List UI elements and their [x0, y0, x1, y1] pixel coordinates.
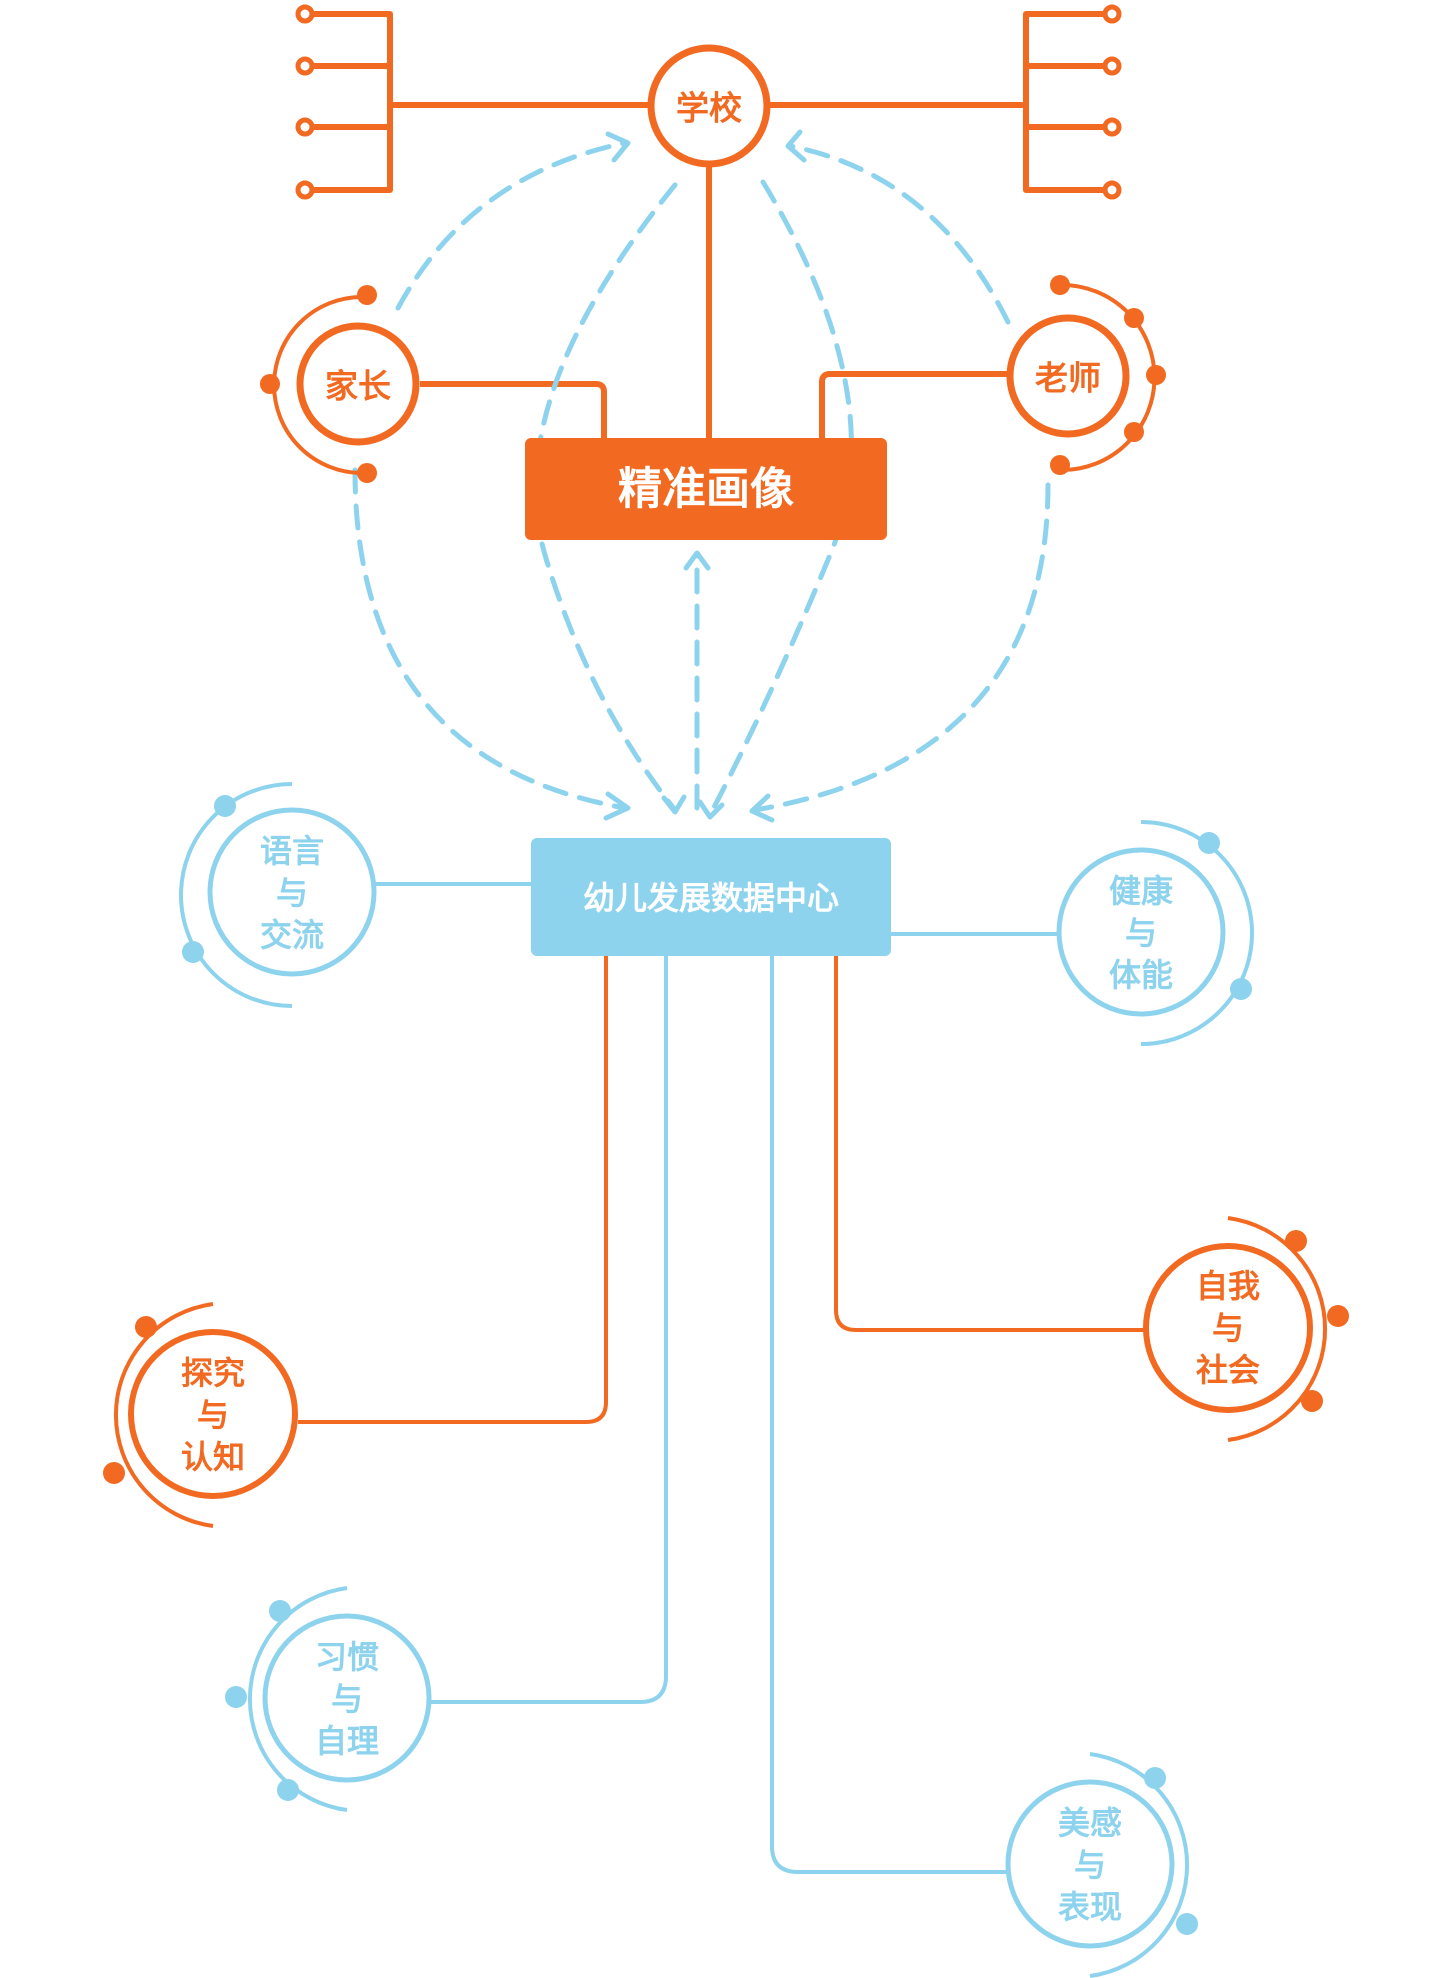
parent-node[interactable]: 家长 [260, 285, 420, 483]
habit-orbit-dot [269, 1600, 291, 1622]
language-text-1: 语言 [260, 832, 324, 870]
habit-text-1: 习惯 [315, 1638, 379, 1676]
health-text-2: 与 [1125, 914, 1157, 952]
habit-text-3: 自理 [315, 1722, 379, 1760]
self-orbit-dot [1327, 1305, 1349, 1327]
language-orbit-dot [214, 795, 236, 817]
art-text-2: 与 [1074, 1846, 1106, 1884]
art-orbit-dot [1144, 1767, 1166, 1789]
art-text-1: 美感 [1058, 1804, 1122, 1842]
school-connector-lines [309, 11, 1109, 193]
school-node[interactable]: 学校 [647, 44, 771, 168]
habit-orbit-dot [225, 1686, 247, 1708]
self-text-2: 与 [1212, 1309, 1244, 1347]
language-text-2: 与 [276, 874, 308, 912]
self-orbit-dot [1301, 1390, 1323, 1412]
data-center-label: 幼儿发展数据中心 [583, 879, 839, 917]
school-label: 学校 [676, 89, 742, 128]
parent-label: 家长 [325, 367, 391, 406]
explore-orbit-dot [135, 1316, 157, 1338]
teacher-label: 老师 [1035, 359, 1101, 398]
profile-label: 精准画像 [618, 464, 794, 515]
teacher-orbit-dot [1146, 365, 1166, 385]
parent-orbit-dot [357, 285, 377, 305]
domain-health[interactable]: 健康 与 体能 [1056, 820, 1254, 1046]
school-connector-terminals [295, 4, 1122, 200]
health-text-1: 健康 [1109, 872, 1174, 910]
domain-connectors-orange [298, 955, 1148, 1424]
teacher-node[interactable]: 老师 [1006, 275, 1166, 475]
health-orbit-dot [1230, 978, 1252, 1000]
habit-orbit-dot [277, 1779, 299, 1801]
parent-orbit-dot [260, 374, 280, 394]
domain-language[interactable]: 语言 与 交流 [179, 782, 377, 1008]
art-orbit-dot [1176, 1913, 1198, 1935]
language-orbit-dot [182, 941, 204, 963]
language-text-3: 交流 [260, 916, 324, 954]
teacher-orbit-dot [1050, 275, 1070, 295]
parent-orbit-dot [357, 463, 377, 483]
feedback-arrows [352, 140, 1051, 818]
self-text-3: 社会 [1196, 1351, 1260, 1389]
domain-connectors-blue [372, 882, 1058, 1874]
domain-habit[interactable]: 习惯 与 自理 [225, 1586, 432, 1812]
precise-profile-box[interactable]: 精准画像 [525, 438, 887, 540]
profile-connectors [420, 166, 1008, 440]
teacher-orbit-dot [1124, 308, 1144, 328]
explore-text-3: 认知 [181, 1438, 245, 1476]
feedback-arrowheads [603, 129, 807, 823]
domain-self[interactable]: 自我 与 社会 [1143, 1216, 1349, 1442]
domain-explore[interactable]: 探究 与 认知 [103, 1302, 298, 1528]
explore-text-1: 探究 [181, 1354, 245, 1392]
art-text-3: 表现 [1058, 1888, 1122, 1926]
teacher-orbit-dot [1124, 422, 1144, 442]
explore-orbit-dot [103, 1462, 125, 1484]
explore-text-2: 与 [197, 1396, 229, 1434]
teacher-orbit-dot [1050, 455, 1070, 475]
habit-text-2: 与 [331, 1680, 363, 1718]
health-text-3: 体能 [1109, 956, 1173, 994]
self-text-1: 自我 [1196, 1267, 1260, 1305]
data-center-box[interactable]: 幼儿发展数据中心 [531, 838, 891, 956]
health-orbit-dot [1198, 832, 1220, 854]
domain-art[interactable]: 美感 与 表现 [1005, 1752, 1198, 1978]
self-orbit-dot [1285, 1230, 1307, 1252]
